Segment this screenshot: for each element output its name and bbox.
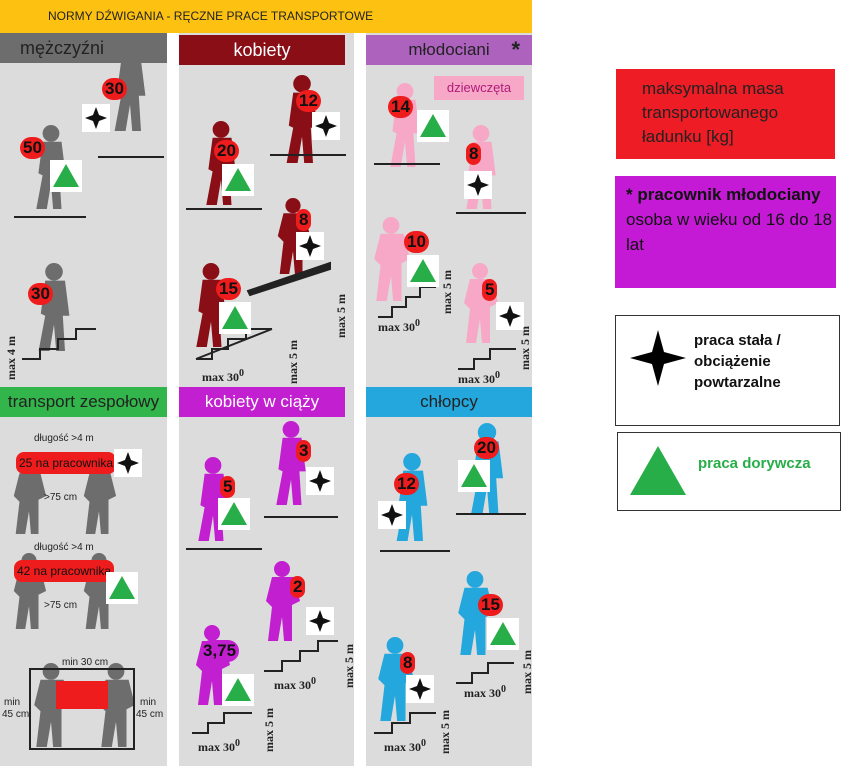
triangle-icon — [50, 160, 82, 192]
dim-pregnant-max5m-2: max 5 m — [262, 708, 276, 752]
girls-label: dziewczęta — [434, 76, 524, 100]
triangle-icon — [222, 164, 254, 196]
worker-silhouettes — [13, 43, 526, 750]
dim-women-max5m-stairs: max 5 m — [286, 340, 300, 384]
dim-team-length-2: długość >4 m — [34, 542, 94, 553]
star-markers — [50, 104, 524, 706]
dim-girls-angle: max 300 — [378, 318, 420, 334]
value-girls-permanent: 8 — [466, 143, 482, 165]
lifting-norms-infographic: NORMY DŹWIGANIA - RĘCZNE PRACE TRANSPORT… — [0, 0, 534, 766]
star-icon — [296, 232, 324, 260]
triangle-icon — [458, 460, 490, 492]
dim-boys-max5m: max 5 m — [520, 650, 534, 694]
dim-pregnant-angle: max 300 — [274, 676, 316, 692]
value-pregnant-stairs-permanent: 2 — [290, 576, 306, 598]
dim-girls-max5m-2: max 5 m — [518, 326, 532, 370]
header-men: mężczyźni — [0, 33, 167, 63]
triangle-icon — [407, 255, 439, 287]
value-team-permanent: 25 na pracownika — [16, 452, 117, 474]
legend-juvenile-title: * pracownik młodociany — [626, 185, 821, 204]
value-pregnant-stairs-occasional: 3,75 — [200, 640, 240, 662]
value-men-stairs: 30 — [28, 283, 53, 305]
header-boys: chłopcy — [366, 387, 532, 417]
dim-girls-angle-2: max 300 — [458, 370, 500, 386]
dim-team-min30: min 30 cm — [62, 657, 109, 668]
value-men-permanent: 30 — [102, 78, 127, 100]
star-icon — [630, 330, 686, 386]
dim-women-angle: max 300 — [202, 368, 244, 384]
dim-men-max4m: max 4 m — [4, 336, 18, 380]
dim-boys-angle: max 300 — [464, 684, 506, 700]
star-icon — [378, 501, 406, 529]
value-girls-stairs-permanent: 5 — [482, 279, 498, 301]
legend-juvenile-desc: osoba w wieku od 16 do 18 lat — [626, 210, 833, 254]
star-icon — [306, 467, 334, 495]
dim-team-width-2: >75 cm — [44, 600, 78, 611]
triangle-icon — [219, 302, 251, 334]
value-boys-permanent: 12 — [394, 473, 419, 495]
column-divider — [354, 33, 366, 766]
triangle-icon — [218, 498, 250, 530]
value-men-occasional: 50 — [20, 137, 45, 159]
legend-max-mass: maksymalna masa transportowanego ładunku… — [616, 69, 835, 159]
infographic-title: NORMY DŹWIGANIA - RĘCZNE PRACE TRANSPORT… — [0, 0, 532, 33]
triangle-icon — [106, 572, 138, 604]
dim-team-width: >75 cm — [44, 492, 78, 503]
dim-pregnant-angle-2: max 300 — [198, 738, 240, 754]
juveniles-marker: * — [511, 37, 520, 62]
legend-permanent-work: praca stała / obciążenie powtarzalne — [615, 315, 840, 426]
legend-juvenile: * pracownik młodociany osoba w wieku od … — [615, 176, 836, 288]
dim-boys-angle-2: max 300 — [384, 738, 426, 754]
dim-team-length: długość >4 m — [34, 433, 94, 444]
star-icon — [82, 104, 110, 132]
header-women: kobiety — [179, 35, 345, 65]
value-girls-stairs-occasional: 10 — [404, 231, 429, 253]
legend-permanent-label: praca stała / obciążenie powtarzalne — [694, 332, 781, 391]
value-boys-occasional: 20 — [474, 437, 499, 459]
header-juveniles: młodociani * — [366, 35, 532, 65]
triangle-icon — [630, 446, 686, 495]
star-icon — [312, 112, 340, 140]
value-team-occasional: 42 na pracownika — [14, 560, 115, 582]
star-icon — [406, 675, 434, 703]
dim-team-min45-left: min — [4, 697, 21, 708]
dim-team-min45-right: min — [140, 697, 157, 708]
legend-occasional-work: praca dorywcza — [617, 432, 841, 511]
column-divider — [167, 33, 179, 766]
triangle-icon — [222, 674, 254, 706]
value-boys-stairs-occasional: 15 — [478, 594, 503, 616]
header-pregnant: kobiety w ciąży — [179, 387, 345, 417]
dim-boys-max5m-2: max 5 m — [438, 710, 452, 754]
value-women-stairs: 15 — [216, 278, 241, 300]
triangle-icon — [417, 110, 449, 142]
dim-girls-max5m: max 5 m — [440, 270, 454, 314]
value-girls-occasional: 14 — [388, 96, 413, 118]
header-juveniles-label: młodociani — [408, 40, 490, 59]
dim-team-cm45-left: 45 cm — [2, 709, 30, 720]
dim-pregnant-max5m: max 5 m — [342, 644, 356, 688]
header-team: transport zespołowy — [0, 387, 167, 417]
value-women-ramp: 8 — [296, 209, 312, 231]
star-icon — [306, 607, 334, 635]
triangle-icon — [487, 618, 519, 650]
star-icon — [114, 449, 142, 477]
dim-team-cm45-right: 45 cm — [136, 709, 164, 720]
star-icon — [464, 171, 492, 199]
value-women-permanent: 12 — [296, 90, 321, 112]
dim-women-max5m-ramp: max 5 m — [334, 294, 348, 338]
legend-occasional-label: praca dorywcza — [698, 455, 811, 472]
value-women-occasional: 20 — [214, 140, 239, 162]
value-pregnant-occasional: 5 — [220, 476, 236, 498]
value-boys-stairs-permanent: 8 — [400, 652, 416, 674]
value-pregnant-permanent: 3 — [296, 440, 312, 462]
